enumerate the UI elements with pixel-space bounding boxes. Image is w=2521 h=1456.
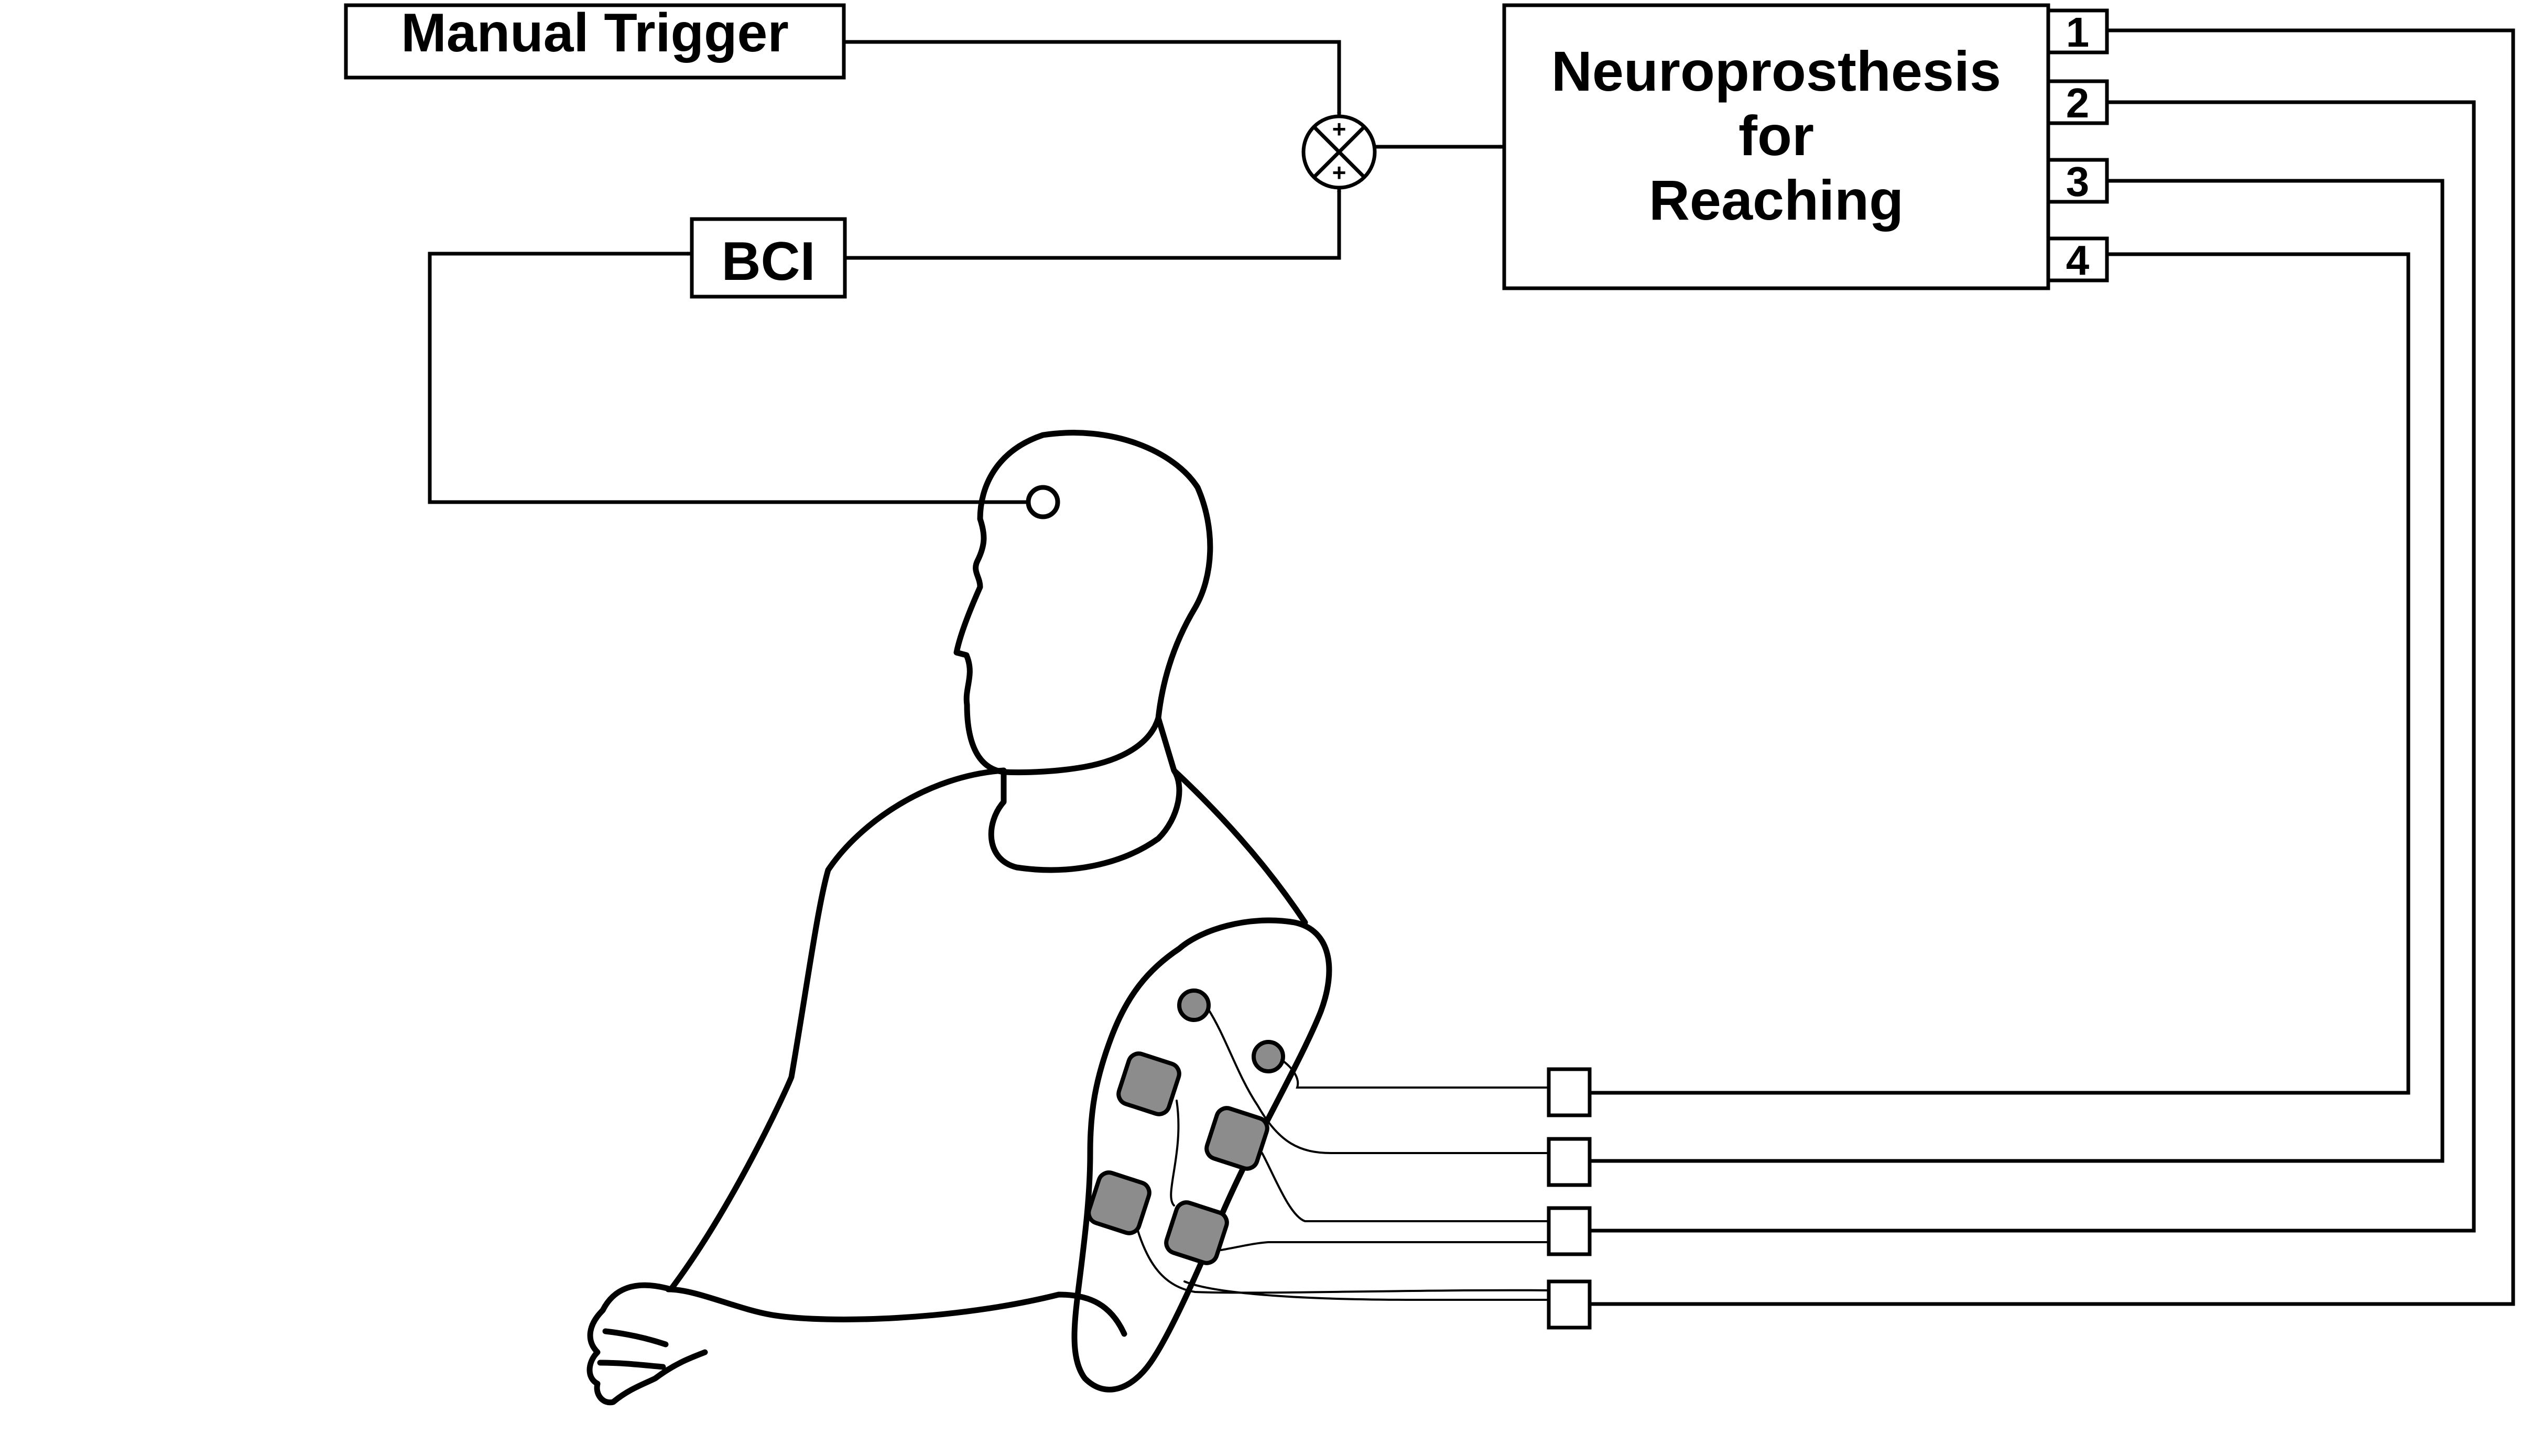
bci-label: BCI [721,231,815,292]
manual-trigger-block: Manual Trigger [344,3,846,80]
lead-stimulation-4 [1220,1241,1550,1251]
arm-electrodes [1086,988,1285,1265]
junction-plus-bottom: + [1332,159,1346,186]
upper-arm-outline [1071,917,1332,1393]
terminal-blocks [1547,1067,1592,1330]
terminal-block-b [1547,1137,1592,1187]
hand-finger-1 [602,1328,669,1348]
human-figure [586,430,1332,1406]
channel-port-1: 1 [2046,8,2109,56]
channel-4-label: 4 [2066,237,2090,284]
channel-2-label: 2 [2066,80,2090,126]
channel-port-2: 2 [2046,79,2109,126]
eeg-electrode [1026,485,1060,519]
eeg-to-bci-arrow [428,252,1043,504]
terminal-block-a [1547,1067,1592,1117]
neck-collar-outline [988,715,1182,873]
neuroprosthesis-title-line1: Neuroprosthesis [1551,39,2001,103]
neuroprosthesis-block: Neuroprosthesis for Reaching [1502,3,2050,290]
terminal-block-c [1547,1206,1592,1256]
channel-port-4: 4 [2046,236,2109,284]
signal-connectors [428,40,1504,504]
forearm-outline [665,1286,1127,1337]
neuroprosthesis-title-line3: Reaching [1649,168,1904,232]
channel-3-label: 3 [2066,158,2090,205]
channel-4-cable [1591,252,2410,1095]
neuroprosthesis-title-line2: for [1738,104,1814,167]
electrode-leads [1136,1008,1550,1301]
stimulation-pad-3 [1086,1170,1151,1235]
stimulation-pad-4 [1164,1200,1229,1265]
junction-plus-top: + [1332,115,1346,143]
lead-stimulation-3b [1183,1280,1550,1301]
hand-outline [586,1282,708,1406]
channel-3-cable [1591,179,2444,1163]
bci-to-junction-arrow [845,188,1341,260]
hand-finger-2 [597,1360,666,1370]
shoulder-outline [1171,767,1308,926]
manual-trigger-to-junction-arrow [844,40,1341,116]
bci-block: BCI [690,217,847,299]
summing-junction: + + [1301,114,1377,190]
terminal-block-d [1547,1279,1592,1330]
channel-2-cable [1591,100,2476,1233]
lead-stimulation-1 [1170,1100,1180,1207]
lead-recording-2 [1280,1059,1550,1089]
channel-cables [1591,28,2515,1306]
head-outline [953,430,1213,776]
stimulation-pad-1 [1116,1051,1181,1116]
channel-1-cable [1591,28,2515,1306]
recording-electrode-1 [1177,988,1211,1022]
manual-trigger-label: Manual Trigger [401,3,789,63]
torso-outline [668,767,1007,1292]
channel-1-label: 1 [2066,9,2090,56]
stimulation-pad-2 [1204,1106,1269,1171]
lead-recording-1 [1207,1008,1550,1154]
lead-stimulation-2 [1261,1152,1550,1222]
recording-electrode-2 [1252,1040,1285,1073]
channel-port-3: 3 [2046,158,2109,205]
